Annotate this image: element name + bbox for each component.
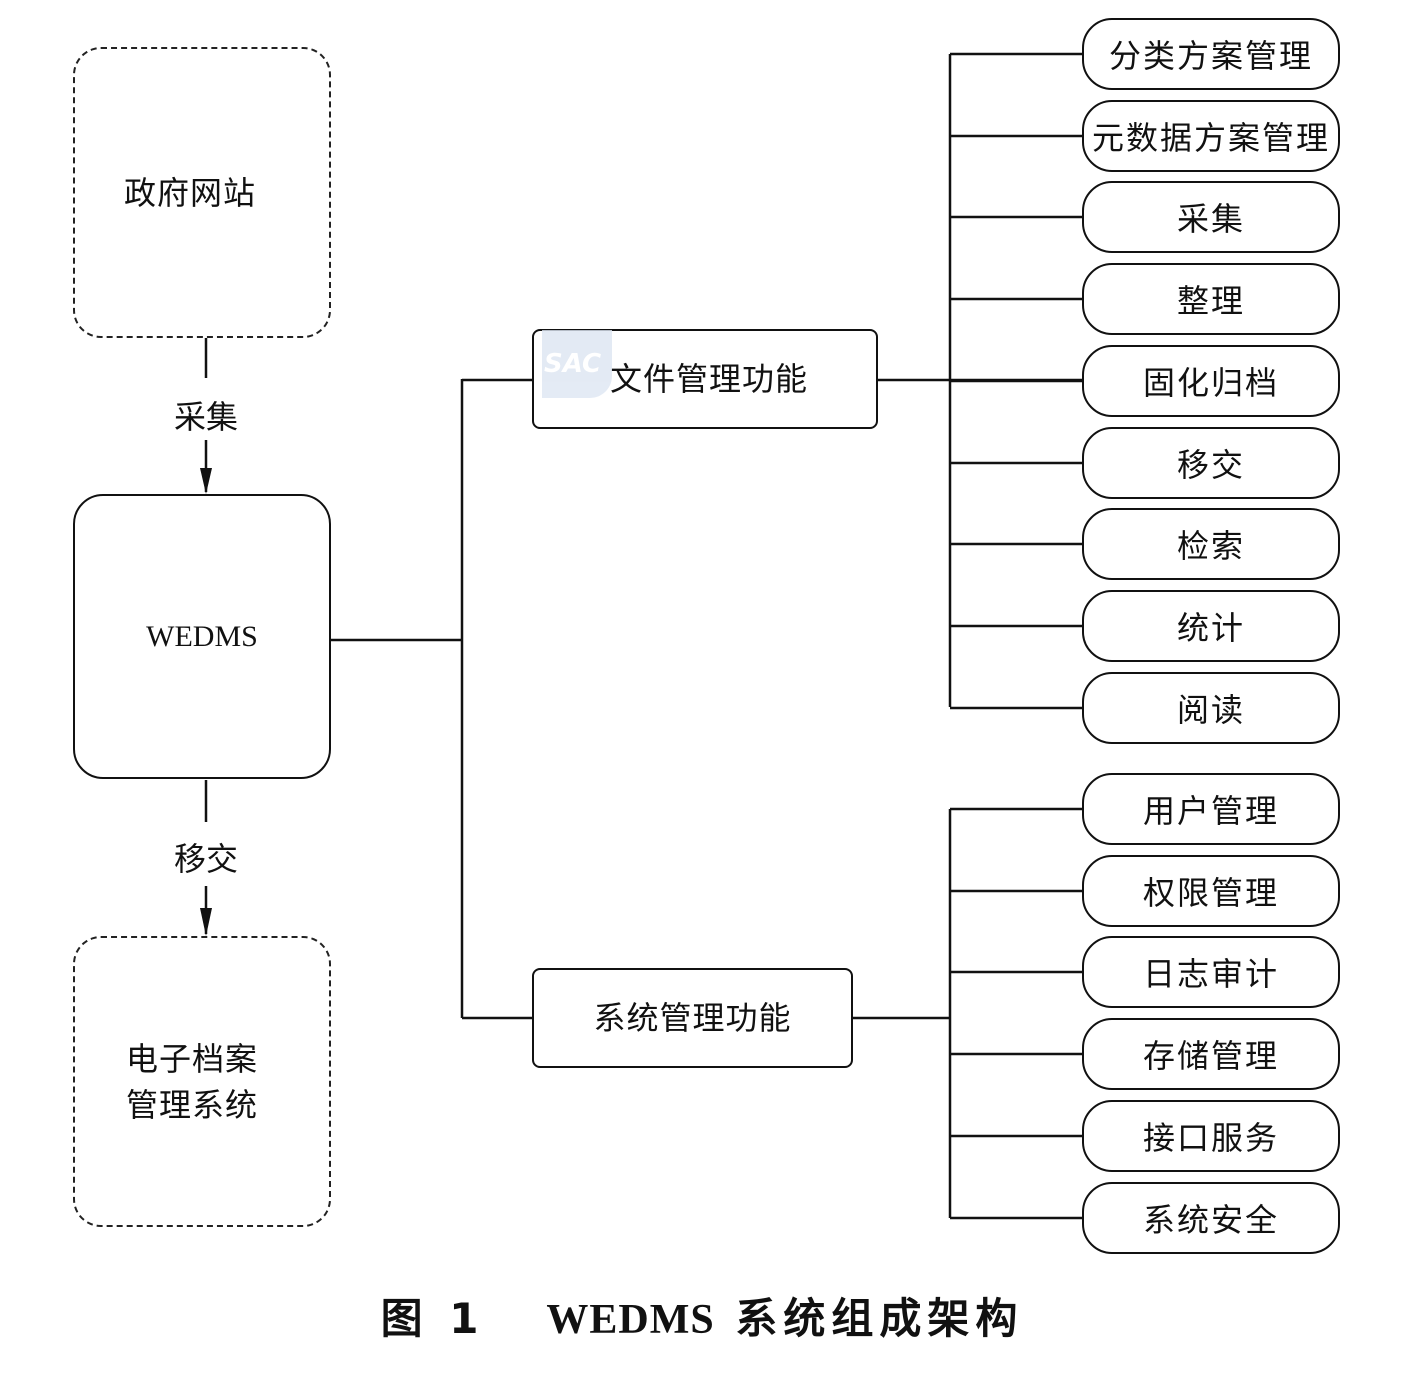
target-node-label-line2: 管理系统 (125, 1085, 258, 1124)
file-function-item: 移交 (1082, 427, 1340, 499)
system-function-item-label: 存储管理 (1142, 1037, 1279, 1075)
target-node-label-line1: 电子档案 (125, 1039, 258, 1078)
sac-watermark-logo: SAC (542, 330, 612, 398)
file-management-label: 文件管理功能 (609, 360, 808, 398)
system-management-label: 系统管理功能 (593, 999, 792, 1037)
file-function-item: 分类方案管理 (1082, 18, 1340, 90)
transfer-arrowhead (200, 908, 212, 936)
system-function-item-label: 日志审计 (1142, 955, 1279, 993)
system-function-item: 用户管理 (1082, 773, 1340, 845)
collect-arrowhead (200, 468, 212, 494)
file-function-item: 阅读 (1082, 672, 1340, 744)
file-function-item-label: 统计 (1176, 609, 1245, 647)
collect-edge-label: 采集 (156, 392, 256, 438)
file-function-item: 固化归档 (1082, 345, 1340, 417)
core-node-label: WEDMS (146, 619, 258, 653)
system-management-node: 系统管理功能 (532, 968, 853, 1068)
system-function-item-label: 接口服务 (1142, 1119, 1279, 1157)
file-function-item-label: 元数据方案管理 (1091, 119, 1330, 157)
system-function-item-label: 系统安全 (1142, 1201, 1279, 1239)
file-function-item-label: 分类方案管理 (1108, 37, 1313, 75)
caption-zh: 系统组成架构 (735, 1294, 1024, 1343)
caption-en: WEDMS (546, 1297, 715, 1343)
file-function-item: 采集 (1082, 181, 1340, 253)
transfer-edge-label: 移交 (156, 834, 256, 880)
file-function-item-label: 固化归档 (1142, 364, 1279, 402)
file-function-item-label: 检索 (1176, 527, 1245, 565)
system-function-item-label: 用户管理 (1142, 792, 1279, 830)
caption-prefix: 图 1 (380, 1294, 485, 1343)
file-function-item: 元数据方案管理 (1082, 100, 1340, 172)
target-node: 电子档案 管理系统 (73, 936, 331, 1227)
file-management-node: 文件管理功能 (532, 329, 878, 429)
system-function-item-label: 权限管理 (1142, 874, 1279, 912)
file-function-item: 整理 (1082, 263, 1340, 335)
source-node: 政府网站 (73, 47, 331, 338)
file-function-item-label: 移交 (1176, 446, 1245, 484)
core-node: WEDMS (73, 494, 331, 779)
file-function-item-label: 整理 (1176, 282, 1245, 320)
system-function-item: 存储管理 (1082, 1018, 1340, 1090)
system-function-item: 权限管理 (1082, 855, 1340, 927)
figure-caption: 图 1 WEDMS 系统组成架构 (0, 1285, 1404, 1346)
system-function-item: 日志审计 (1082, 936, 1340, 1008)
file-function-item-label: 采集 (1176, 200, 1245, 238)
source-node-label: 政府网站 (123, 173, 256, 212)
system-function-item: 接口服务 (1082, 1100, 1340, 1172)
file-function-item: 统计 (1082, 590, 1340, 662)
file-function-item: 检索 (1082, 508, 1340, 580)
file-function-item-label: 阅读 (1176, 691, 1245, 729)
system-function-item: 系统安全 (1082, 1182, 1340, 1254)
